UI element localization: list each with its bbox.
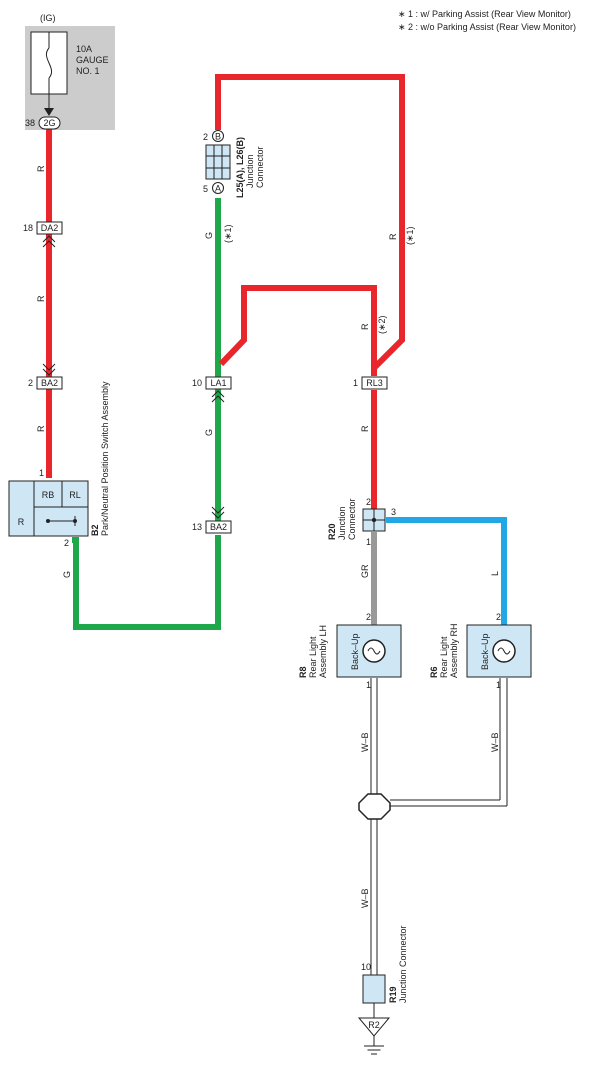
condition-1-r: (∗1) — [405, 226, 415, 245]
r20-code: R20 — [327, 523, 337, 540]
r8-label: Back–Up — [350, 633, 360, 670]
connector-l25-pin: 5 — [203, 184, 208, 194]
fuse-icon — [45, 47, 53, 79]
wire-label-r-6: R — [360, 425, 370, 432]
r8-name1: Rear Light — [308, 636, 318, 678]
r20-sub2: Connector — [347, 498, 357, 540]
connector-chevron-icon — [211, 390, 225, 403]
r6-name2: Assembly RH — [449, 623, 459, 678]
wire-red-branch — [218, 285, 377, 376]
connector-l26-terminal — [212, 130, 224, 142]
connector-da2-pin: 18 — [23, 223, 33, 233]
r6-pin-top: 2 — [496, 612, 501, 622]
note-2: ∗ 2 : w/o Parking Assist (Rear View Moni… — [398, 22, 576, 32]
ig-label: (IG) — [40, 13, 56, 23]
r6-pin-bottom: 1 — [496, 680, 501, 690]
r8-pin-top: 2 — [366, 612, 371, 622]
r20-sub1: Junction — [337, 506, 347, 540]
b2-name: Park/Neutral Position Switch Assembly — [100, 381, 110, 536]
connector-rl3 — [361, 376, 388, 390]
l25-sub1: Junction — [245, 154, 255, 188]
connector-l26-pin: 2 — [203, 132, 208, 142]
note-1: ∗ 1 : w/ Parking Assist (Rear View Monit… — [398, 9, 571, 19]
wire-label-wb-2: W–B — [490, 732, 500, 752]
wire-label-wb-1: W–B — [360, 732, 370, 752]
b2-pin1: 1 — [39, 468, 44, 478]
connector-2g-pin: 38 — [25, 118, 35, 128]
wire-label-r-5: R — [360, 323, 370, 330]
junction-r19 — [362, 974, 386, 1004]
r19-name: Junction Connector — [398, 925, 408, 1003]
b2-code: B2 — [90, 524, 100, 536]
r19-pin: 10 — [361, 962, 371, 972]
bulb-filament-icon — [497, 647, 511, 655]
wire-blue — [386, 517, 507, 625]
switch-r: R — [18, 517, 25, 527]
wire-label-r-4: R — [388, 233, 398, 240]
connector-chevron-icon — [42, 363, 56, 376]
l25-sub2: Connector — [255, 146, 265, 188]
connector-ba2-bottom — [205, 520, 232, 534]
terminal-arrow-icon — [44, 108, 54, 116]
connector-ba2-top — [36, 376, 63, 390]
connector-rl3-label: RL3 — [366, 378, 383, 388]
connector-da2-label: DA2 — [41, 223, 59, 233]
connector-l25-letter: A — [215, 184, 221, 194]
r6-name1: Rear Light — [439, 636, 449, 678]
connector-ba2-bottom-pin: 13 — [192, 522, 202, 532]
connector-l26-letter: B — [215, 132, 221, 142]
fuse-amp: 10A — [76, 44, 92, 54]
fuse-name: GAUGE — [76, 55, 109, 65]
wire-label-g-3: G — [204, 429, 214, 436]
connector-2g — [38, 116, 61, 130]
connector-la1-label: LA1 — [210, 378, 226, 388]
wire-label-g-2: G — [204, 232, 214, 239]
r8-name2: Assembly LH — [318, 625, 328, 678]
ground-label: R2 — [368, 1020, 380, 1030]
b2-pin2: 2 — [64, 538, 69, 548]
wire-label-r-3: R — [36, 425, 46, 432]
l25-code: L25(A), L26(B) — [235, 137, 245, 198]
r8-pin-bottom: 1 — [366, 680, 371, 690]
junction-l25-l26 — [205, 144, 231, 180]
wire-label-l: L — [490, 571, 500, 576]
park-neutral-switch — [8, 480, 89, 537]
ground-triangle-icon — [357, 1017, 391, 1037]
r6-code: R6 — [429, 666, 439, 678]
wire-label-r-2: R — [36, 295, 46, 302]
switch-rb: RB — [42, 490, 55, 500]
connector-la1-pin: 10 — [192, 378, 202, 388]
splice-point-icon — [358, 793, 391, 820]
connector-ba2-bottom-label: BA2 — [210, 522, 227, 532]
connector-la1 — [205, 376, 232, 390]
fuse-number: NO. 1 — [76, 66, 100, 76]
connector-chevron-icon — [211, 506, 225, 519]
wire-green-bottom — [72, 535, 221, 630]
connector-l25-terminal — [212, 182, 224, 194]
r20-pin3: 3 — [391, 507, 396, 517]
condition-1-g: (∗1) — [223, 224, 233, 243]
switch-rl: RL — [69, 490, 81, 500]
condition-2-r: (∗2) — [377, 315, 387, 334]
bulb-filament-icon — [367, 647, 381, 655]
r20-pin1: 1 — [366, 537, 371, 547]
r20-pin2: 2 — [366, 497, 371, 507]
wire-label-gr: GR — [360, 564, 370, 578]
splice-dot-icon — [371, 517, 377, 523]
wire-label-wb-3: W–B — [360, 888, 370, 908]
r19-code: R19 — [388, 986, 398, 1003]
connector-ba2-top-label: BA2 — [41, 378, 58, 388]
connector-da2 — [36, 221, 63, 235]
r8-code: R8 — [298, 666, 308, 678]
wire-label-g-1: G — [62, 571, 72, 578]
connector-2g-label: 2G — [43, 118, 55, 128]
r6-label: Back–Up — [480, 633, 490, 670]
connector-ba2-top-pin: 2 — [28, 378, 33, 388]
connector-chevron-icon — [42, 235, 56, 248]
connector-rl3-pin: 1 — [353, 378, 358, 388]
wire-label-r-1: R — [36, 165, 46, 172]
wire-red-top-loop — [215, 74, 405, 371]
